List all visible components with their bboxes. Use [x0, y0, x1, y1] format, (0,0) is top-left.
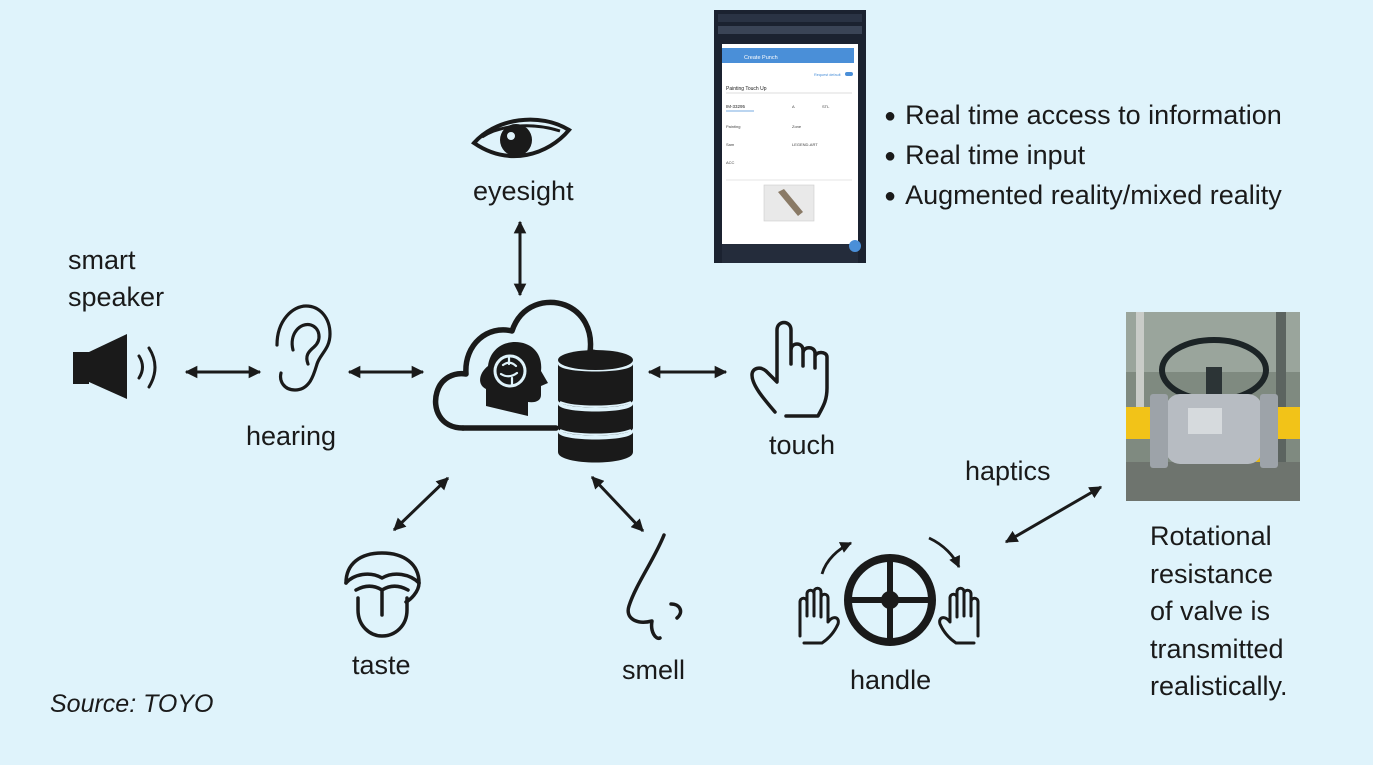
- svg-text:STL: STL: [822, 104, 830, 109]
- label-handle: handle: [850, 665, 932, 695]
- speaker-icon: [73, 334, 157, 399]
- tongue-icon: [344, 551, 421, 638]
- feature-bullet-list: Real time access to information Real tim…: [884, 96, 1282, 216]
- label-eyesight: eyesight: [473, 176, 574, 206]
- label-touch: touch: [769, 430, 836, 460]
- svg-text:Sam: Sam: [726, 142, 735, 147]
- label-smell: smell: [622, 655, 686, 685]
- hand-icon: [798, 586, 980, 645]
- bullet-item: Real time access to information: [884, 96, 1282, 136]
- bullet-item: Real time input: [884, 136, 1282, 176]
- valve-caption: Rotational resistance of valve is transm…: [1150, 521, 1288, 701]
- label-smart-speaker: smart speaker: [68, 245, 165, 313]
- arrow-cloud-smell: [590, 475, 645, 533]
- arrow-haptics: [1004, 485, 1103, 544]
- label-haptics: haptics: [965, 456, 1051, 486]
- svg-text:Painting: Painting: [726, 124, 740, 129]
- tablet-screenshot: Create Punch Request default Painting To…: [714, 10, 866, 263]
- bullet-item: Augmented reality/mixed reality: [884, 176, 1282, 216]
- source-credit: Source: TOYO: [50, 690, 214, 718]
- ear-icon: [275, 304, 332, 392]
- label-taste: taste: [352, 650, 411, 680]
- svg-text:LEGEND-ART: LEGEND-ART: [792, 142, 818, 147]
- phone-header: Create Punch: [744, 55, 778, 61]
- pointing-hand-icon: [750, 320, 829, 418]
- nose-icon: [626, 533, 683, 641]
- database-icon: [558, 350, 633, 463]
- connector-arrows: [184, 220, 1103, 544]
- eye-icon: [471, 117, 573, 159]
- svg-text:A: A: [792, 104, 795, 109]
- phone-toggle-label: Request default: [814, 73, 842, 77]
- phone-title-value: Painting Touch Up: [726, 86, 767, 92]
- svg-text:Zone: Zone: [792, 124, 802, 129]
- arrow-cloud-taste: [392, 476, 450, 532]
- svg-text:ACC: ACC: [726, 160, 735, 165]
- valve-handle-icon: [820, 536, 961, 646]
- label-hearing: hearing: [246, 421, 337, 451]
- phone-number-value: IM-33295: [726, 104, 746, 109]
- valve-photo: [1126, 312, 1300, 501]
